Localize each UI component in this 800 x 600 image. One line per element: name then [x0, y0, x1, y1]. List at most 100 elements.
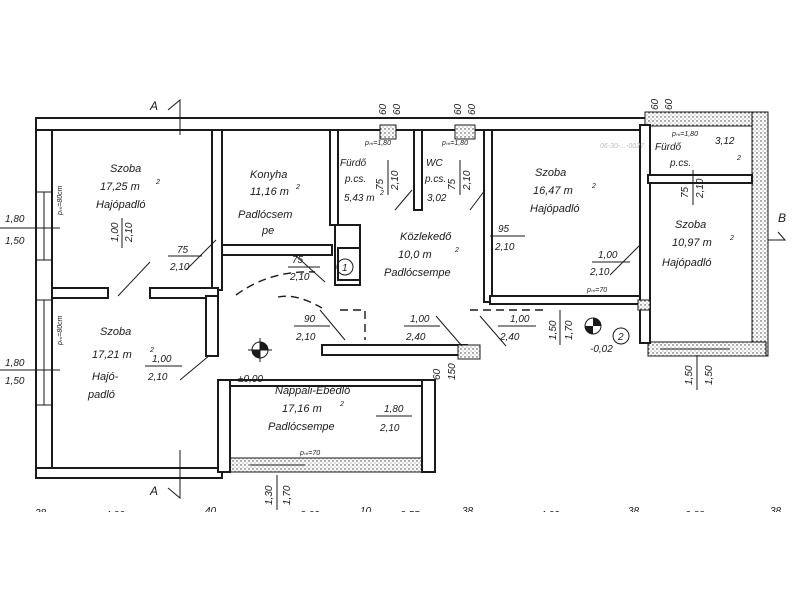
- opening-14-h: 60: [392, 103, 403, 115]
- opening-11-w: 1,50: [548, 320, 559, 340]
- room-szoba-1-sup: 2: [155, 179, 160, 186]
- windows: [36, 191, 730, 466]
- opening-12-h: 2,10: [147, 372, 168, 383]
- room-kozlekedo-name: Közlekedő: [400, 231, 452, 243]
- side-dimensions: 1,80 1,50 1,80 1,50: [0, 214, 60, 387]
- opening-3-h: 2,10: [390, 170, 401, 191]
- side-dim-bot-1: 1,80: [5, 358, 25, 369]
- room-labels: Szoba 17,25 m 2 Hajópadló Konyha 11,16 m…: [87, 136, 741, 433]
- room-szoba-2-area: 16,47 m: [533, 185, 573, 197]
- room-kozlekedo-area: 10,0 m: [398, 249, 432, 261]
- opening-15-w: 60: [453, 103, 464, 115]
- opening-9-w: 1,00: [410, 314, 430, 325]
- opening-19-w: 1,30: [264, 485, 275, 505]
- room-szoba-4-floor-2: padló: [87, 389, 115, 401]
- level-symbol-2-icon: [584, 317, 602, 335]
- level-minus: -0,02: [590, 344, 613, 355]
- room-nappali-name: Nappali-Ebédlő: [275, 385, 351, 397]
- level-symbol-icon: [248, 338, 272, 362]
- opening-16-w: 60: [650, 98, 661, 110]
- opening-7-w: 75: [680, 186, 691, 198]
- section-b-right: B: [778, 211, 786, 225]
- room-konyha-area: 11,16 m: [250, 186, 289, 198]
- bottom-dim-4: 10: [360, 506, 372, 517]
- opening-9-h: 2,40: [405, 332, 426, 343]
- bottom-dim-2: 40: [205, 506, 217, 517]
- room-szoba-3-area: 10,97 m: [672, 237, 712, 249]
- room-konyha-floor-1: Padlócsem: [238, 209, 292, 221]
- bottom-dim-6: 38: [462, 506, 474, 517]
- room-furdo-floor: p.cs.: [344, 174, 366, 185]
- parapet-4: pₘ=70: [586, 287, 607, 294]
- opening-17-w: 60: [432, 368, 443, 380]
- opening-7-h: 2,10: [695, 178, 706, 199]
- room-furdo-2-sup: 2: [736, 155, 741, 162]
- markers: 1 2 ±0,00 -0,02: [238, 258, 630, 385]
- room-szoba-1-area: 17,25 m: [100, 181, 140, 193]
- parapet-3: pₘ=70: [299, 450, 320, 457]
- room-szoba-4-sup: 2: [149, 347, 154, 354]
- room-konyha-floor-2: pe: [261, 225, 274, 237]
- parapet-6: pₘ=1,80: [441, 140, 468, 147]
- opening-dimensions: 1,00 2,10 75 2,10 75 2,10 75 2,10 75 2,1…: [110, 98, 715, 510]
- side-dim-top-1: 1,80: [5, 214, 25, 225]
- opening-17-h: 150: [447, 363, 458, 380]
- room-nappali-sup: 2: [339, 401, 344, 408]
- opening-18-w: 1,50: [684, 365, 695, 385]
- outer-walls: [35, 111, 769, 479]
- marker-2: 2: [617, 332, 624, 343]
- opening-8-w: 90: [304, 314, 316, 325]
- opening-14-w: 60: [378, 103, 389, 115]
- opening-4-h: 2,10: [462, 170, 473, 191]
- opening-11-h: 1,70: [564, 320, 575, 340]
- room-szoba-1-name: Szoba: [110, 163, 141, 175]
- room-furdo-area: 5,43 m: [344, 193, 375, 204]
- watermark: 06-30-...-0027: [600, 143, 645, 150]
- room-szoba-2-floor: Hajópadló: [530, 203, 580, 215]
- room-kozlekedo-floor: Padlócsempe: [384, 267, 451, 279]
- opening-4-w: 75: [447, 178, 458, 190]
- room-wc-floor: p.cs.: [424, 174, 446, 185]
- room-furdo-2-name: Fürdő: [655, 142, 682, 153]
- opening-12-w: 1,00: [152, 354, 172, 365]
- opening-15-h: 60: [467, 103, 478, 115]
- section-marks: A A B: [149, 98, 787, 500]
- room-szoba-3-name: Szoba: [675, 219, 706, 231]
- bottom-dim-10: 38: [770, 506, 782, 517]
- opening-19-h: 1,70: [282, 485, 293, 505]
- bottom-dim-8: 38: [628, 506, 640, 517]
- room-szoba-4-name: Szoba: [100, 326, 131, 338]
- room-furdo-sup: 2: [379, 190, 384, 197]
- room-szoba-3-floor: Hajópadló: [662, 257, 712, 269]
- room-szoba-2-sup: 2: [591, 183, 596, 190]
- section-a-top: A: [149, 99, 158, 113]
- room-konyha-name: Konyha: [250, 169, 287, 181]
- room-furdo-2-floor: p.cs.: [669, 158, 691, 169]
- parapet-2: pₘ=80cm: [57, 315, 64, 346]
- opening-10-h: 2,40: [499, 332, 520, 343]
- opening-5-h: 2,10: [494, 242, 515, 253]
- room-szoba-4-floor-1: Hajó-: [92, 371, 119, 383]
- bottom-dimensions: 38 4,06 40 3,02 10 2,55 38 4,02 38 2,88 …: [0, 506, 800, 600]
- opening-16-h: 60: [664, 98, 675, 110]
- opening-13-h: 2,10: [379, 423, 400, 434]
- opening-10-w: 1,00: [510, 314, 530, 325]
- opening-5-w: 95: [498, 224, 510, 235]
- room-szoba-4-area: 17,21 m: [92, 349, 132, 361]
- opening-13-w: 1,80: [384, 404, 404, 415]
- door-swings: [117, 189, 641, 381]
- opening-3-w: 75: [375, 178, 386, 190]
- parapet-5: pₘ=1,80: [364, 140, 391, 147]
- parapet-1: pₘ=80cm: [57, 185, 64, 216]
- room-nappali-area: 17,16 m: [282, 403, 322, 415]
- opening-2-w: 75: [292, 255, 304, 266]
- room-furdo-name: Fürdő: [340, 158, 367, 169]
- opening-18-h: 1,50: [704, 365, 715, 385]
- room-wc-area: 3,02: [427, 193, 447, 204]
- room-furdo-2-area: 3,12: [715, 136, 735, 147]
- opening-6-w: 1,00: [598, 250, 618, 261]
- room-nappali-floor: Padlócsempe: [268, 421, 335, 433]
- room-szoba-2-name: Szoba: [535, 167, 566, 179]
- room-konyha-sup: 2: [295, 184, 300, 191]
